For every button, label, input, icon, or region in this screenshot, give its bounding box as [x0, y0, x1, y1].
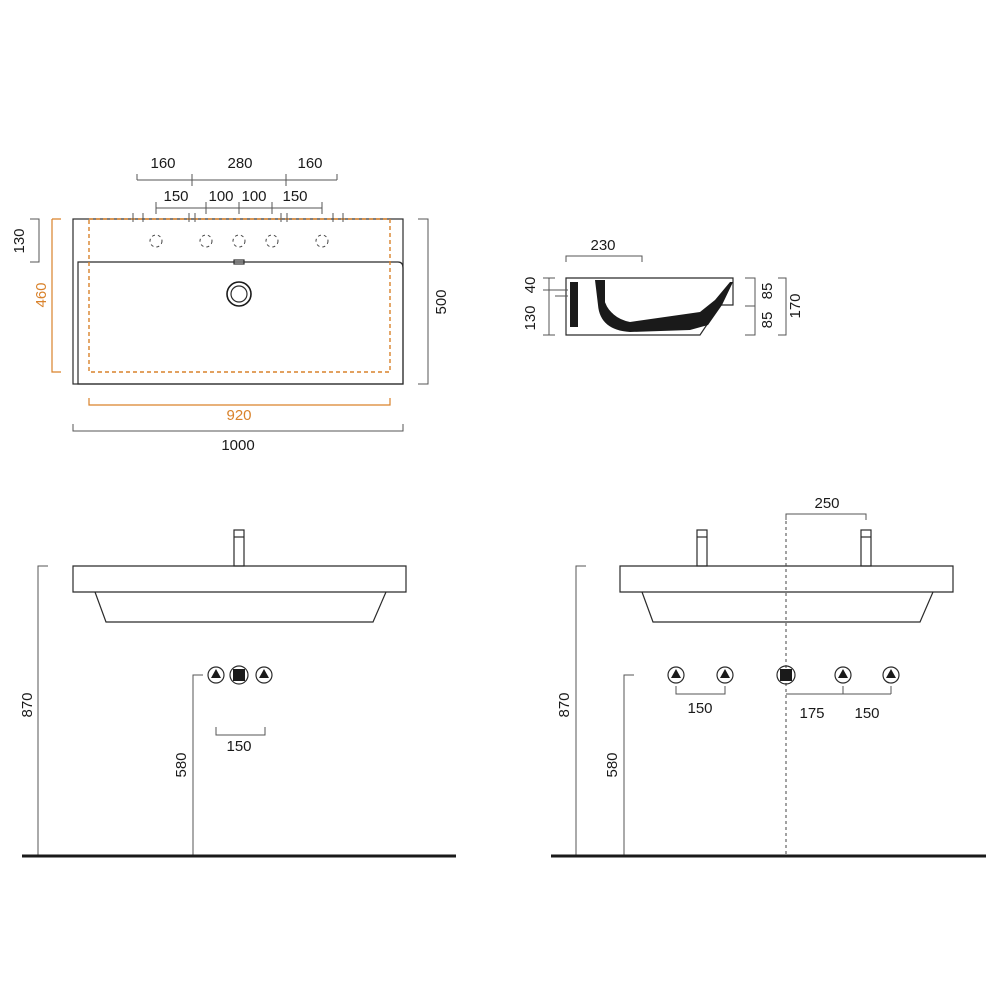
dim-label: 130: [522, 305, 539, 330]
water-connection-icon: [834, 666, 852, 684]
dim-label: 870: [19, 692, 36, 717]
dim-label: 580: [604, 752, 621, 777]
front-view-double: 250 150 175 150 870 580: [551, 495, 986, 858]
front-basin-body: [641, 591, 934, 623]
dim-label: 230: [590, 237, 615, 254]
dim-line-left-orange: [51, 218, 61, 373]
dim-line-holes: [155, 202, 323, 214]
section-view: 230 40 130 85 85 170: [522, 237, 804, 336]
top-view: 160 280 160 150 100 100 150 130 460 500 …: [11, 155, 450, 454]
dim-label: 85: [759, 312, 776, 329]
drain-inner: [230, 285, 248, 303]
tap: [860, 529, 872, 567]
dim-line-height-total: [575, 565, 586, 856]
dim-label: 150: [226, 738, 251, 755]
dim-label: 100: [208, 188, 233, 205]
dim-line-spacing: [675, 686, 726, 695]
dim-label: 160: [150, 155, 175, 172]
section-wall: [570, 282, 578, 327]
dim-label: 150: [687, 700, 712, 717]
water-connection-icon: [207, 666, 225, 684]
dim-label: 100: [241, 188, 266, 205]
usable-area-outline: [88, 218, 391, 373]
dim-line-left-small: [30, 218, 40, 263]
tap-hole: [199, 234, 213, 248]
dim-line-tap-offset: [785, 513, 867, 520]
dim-line-section-top: [565, 255, 643, 262]
drain-connection-icon: [776, 665, 796, 685]
dim-label: 460: [33, 282, 50, 307]
front-basin-top: [619, 565, 954, 593]
front-basin-top: [72, 565, 407, 593]
dim-label: 870: [556, 692, 573, 717]
dim-label: 130: [11, 228, 28, 253]
dim-label: 920: [226, 407, 251, 424]
dim-label: 160: [297, 155, 322, 172]
dim-label: 150: [163, 188, 188, 205]
dim-label: 500: [433, 289, 450, 314]
dim-line-height-total: [37, 565, 48, 856]
front-basin-body: [94, 591, 387, 623]
tap-hole: [265, 234, 279, 248]
tap: [696, 529, 708, 567]
dim-line-spacing: [215, 727, 266, 736]
dim-label: 1000: [221, 437, 254, 454]
tap-hole: [149, 234, 163, 248]
dim-label: 175: [799, 705, 824, 722]
dim-line-spacing: [786, 686, 892, 695]
dim-label: 580: [173, 752, 190, 777]
dim-line-height-outlet: [623, 674, 634, 856]
tap: [233, 529, 245, 567]
drain-outer: [226, 281, 252, 307]
drain-connection-icon: [229, 665, 249, 685]
front-view-single: 150 870 580: [19, 529, 456, 858]
dim-line-top: [136, 174, 338, 186]
dim-line-section-left: [543, 277, 555, 336]
section-bowl-wall: [595, 280, 733, 332]
water-connection-icon: [716, 666, 734, 684]
water-connection-icon: [882, 666, 900, 684]
dim-label: 40: [522, 277, 539, 294]
overflow-slot: [233, 259, 245, 265]
water-connection-icon: [667, 666, 685, 684]
dim-label: 280: [227, 155, 252, 172]
dim-label: 85: [759, 283, 776, 300]
dim-line-height-outlet: [192, 674, 203, 856]
bowl-outline: [77, 261, 404, 385]
dim-label: 150: [282, 188, 307, 205]
dim-line-bottom-orange: [88, 398, 391, 406]
dim-label: 170: [787, 293, 804, 318]
tap-hole: [315, 234, 329, 248]
dim-label: 250: [814, 495, 839, 512]
dim-line-bottom: [72, 424, 404, 432]
dim-label: 150: [854, 705, 879, 722]
tap-hole: [232, 234, 246, 248]
dim-line-right: [418, 218, 429, 385]
water-connection-icon: [255, 666, 273, 684]
dim-line-section-right: [745, 277, 756, 336]
